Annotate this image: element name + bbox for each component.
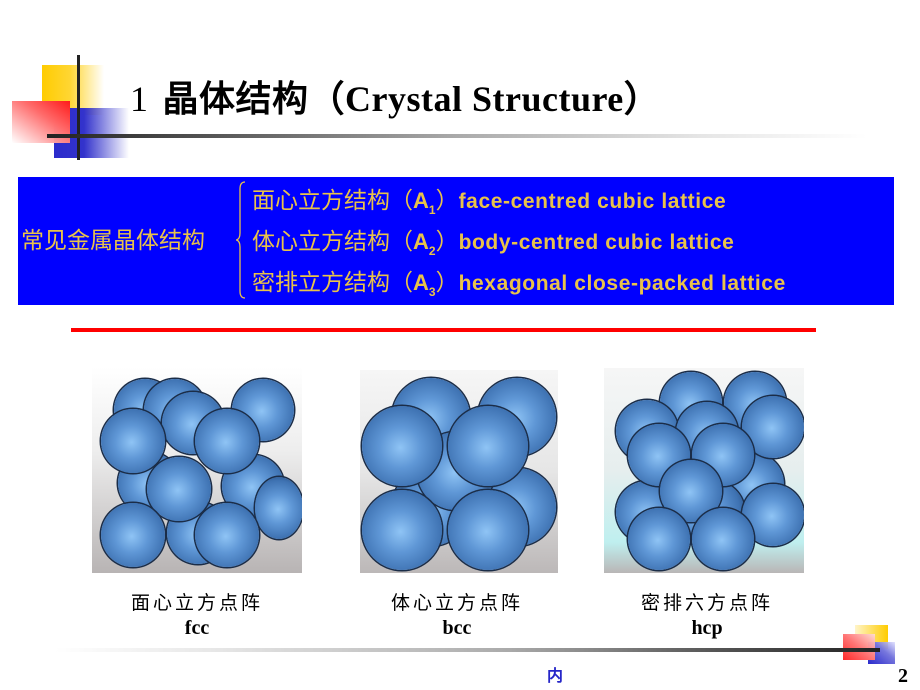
- structure-subscript: 2: [428, 244, 436, 258]
- item-en-label: body-centred cubic lattice: [458, 231, 735, 254]
- summary-heading: 常见金属晶体结构: [21, 228, 205, 254]
- slide-title: 1 晶体结构（Crystal Structure）: [130, 70, 660, 122]
- caption-cn: 面心立方点阵: [130, 592, 263, 614]
- bcc-sphere-model-image: [360, 370, 558, 573]
- fcc-sphere-model-image: [92, 367, 302, 573]
- paren: ）: [435, 188, 459, 214]
- red-divider-line: [71, 328, 816, 332]
- title-underline: [47, 134, 867, 138]
- item-cn-label: 体心立方结构: [252, 229, 390, 255]
- decor-vertical-line: [77, 55, 80, 160]
- sphere: [195, 503, 259, 567]
- paren: （: [390, 270, 413, 296]
- sphere: [692, 508, 754, 570]
- sphere: [448, 406, 528, 486]
- summary-item-hcp: 密排立方结构（A3）hexagonal close-packed lattice: [252, 262, 786, 303]
- item-cn-label: 密排立方结构: [252, 270, 390, 296]
- summary-item-fcc: 面心立方结构（A1）face-centred cubic lattice: [252, 180, 786, 221]
- structure-subscript: 3: [428, 285, 436, 299]
- paren: ）: [435, 229, 459, 255]
- sphere: [255, 477, 302, 539]
- footer-line: [55, 648, 880, 652]
- caption-en: bcc: [442, 617, 472, 639]
- fcc-caption: 面心立方点阵 fcc: [102, 590, 292, 640]
- item-cn-label: 面心立方结构: [252, 188, 390, 214]
- sphere: [101, 409, 165, 473]
- paren: （: [390, 229, 413, 255]
- title-text: 晶体结构（Crystal Structure）: [162, 79, 661, 119]
- page-number: 2: [898, 665, 908, 687]
- title-number: 1: [130, 79, 149, 119]
- paren: ）: [435, 270, 459, 296]
- caption-cn: 体心立方点阵: [390, 592, 523, 614]
- sphere: [195, 409, 259, 473]
- sphere: [101, 503, 165, 567]
- footer-mark: 内: [547, 666, 564, 685]
- summary-list: 面心立方结构（A1）face-centred cubic lattice 体心立…: [252, 180, 786, 303]
- caption-en: hcp: [691, 617, 723, 639]
- sphere: [147, 457, 211, 521]
- item-en-label: face-centred cubic lattice: [458, 190, 727, 213]
- curly-brace-icon: [236, 181, 246, 299]
- decor-red-square: [843, 634, 875, 660]
- structure-subscript: 1: [428, 203, 436, 217]
- summary-item-bcc: 体心立方结构（A2）body-centred cubic lattice: [252, 221, 786, 262]
- structure-symbol: A: [413, 188, 429, 213]
- crystal-structure-summary-box: 常见金属晶体结构 面心立方结构（A1）face-centred cubic la…: [18, 177, 894, 305]
- sphere: [362, 406, 442, 486]
- structure-symbol: A: [413, 229, 429, 254]
- caption-cn: 密排六方点阵: [640, 592, 773, 614]
- caption-en: fcc: [184, 617, 210, 639]
- bcc-caption: 体心立方点阵 bcc: [362, 590, 552, 640]
- item-en-label: hexagonal close-packed lattice: [458, 272, 786, 295]
- sphere: [448, 490, 528, 570]
- sphere: [628, 508, 690, 570]
- hcp-caption: 密排六方点阵 hcp: [612, 590, 802, 640]
- paren: （: [390, 188, 413, 214]
- hcp-sphere-model-image: [604, 368, 804, 573]
- structure-symbol: A: [413, 270, 429, 295]
- sphere: [362, 490, 442, 570]
